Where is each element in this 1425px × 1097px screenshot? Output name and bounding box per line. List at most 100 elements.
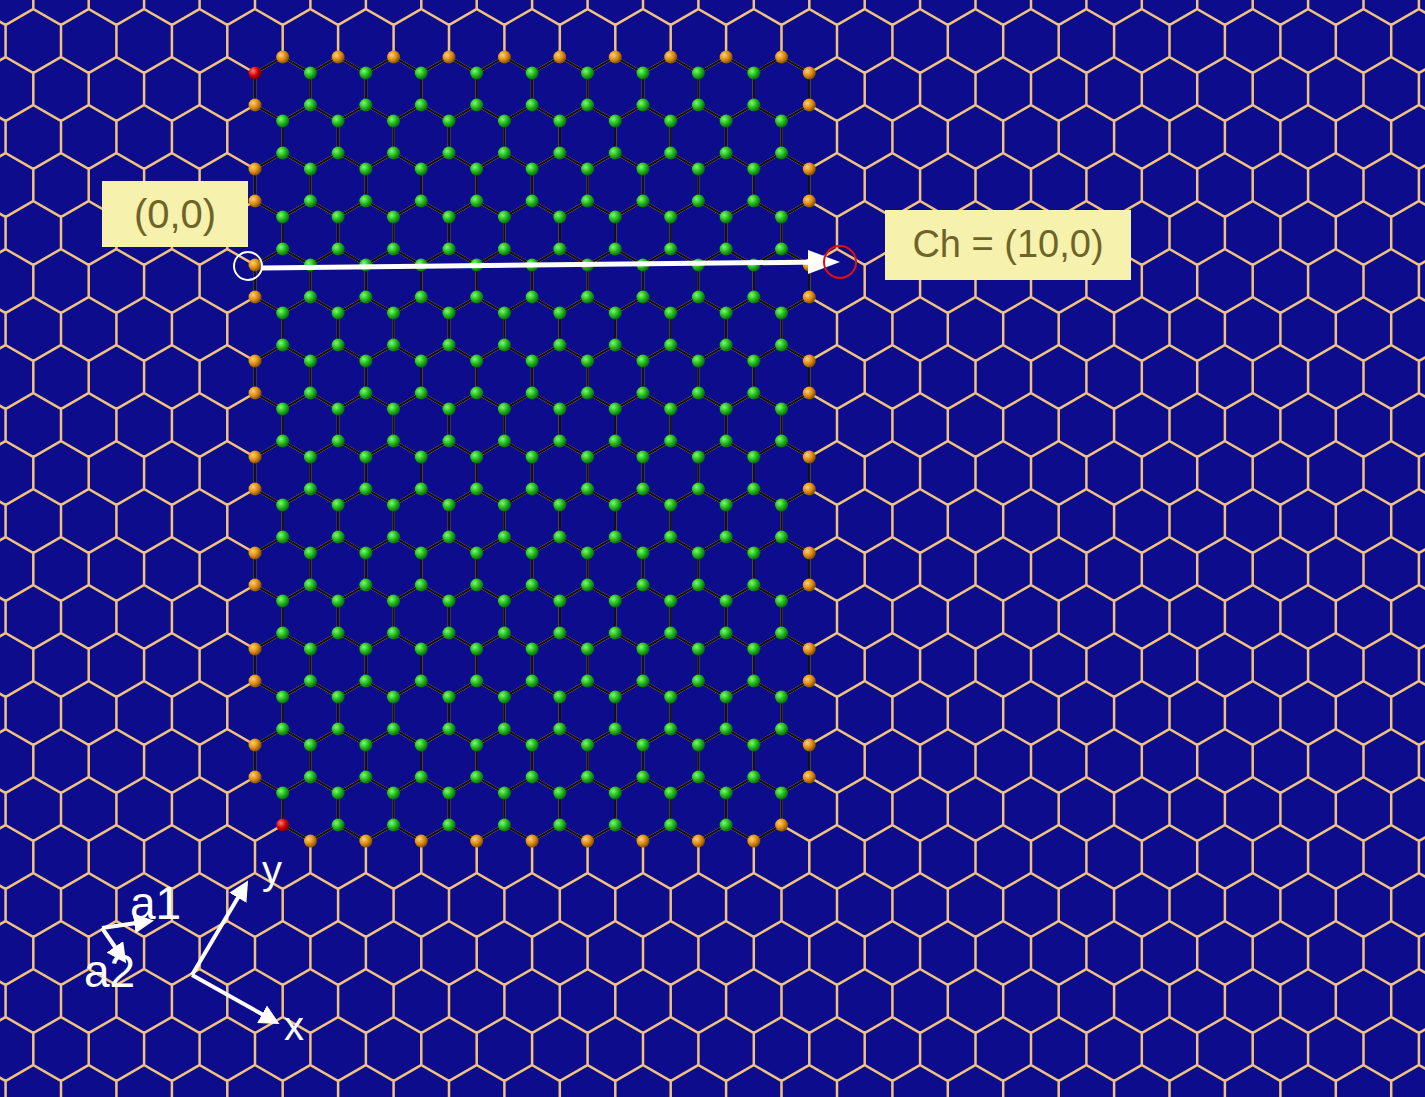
atom <box>415 579 428 592</box>
atom <box>332 595 345 608</box>
atom <box>775 819 788 832</box>
atom <box>276 787 289 800</box>
atom <box>609 819 622 832</box>
atom <box>609 403 622 416</box>
atom <box>692 451 705 464</box>
atom <box>803 547 816 560</box>
atom <box>775 499 788 512</box>
atom <box>747 387 760 400</box>
atom <box>442 435 455 448</box>
atom <box>636 99 649 112</box>
atom <box>470 835 483 848</box>
atom <box>415 675 428 688</box>
atom <box>276 115 289 128</box>
atom <box>692 291 705 304</box>
atom <box>415 771 428 784</box>
atom <box>304 643 317 656</box>
atom <box>664 723 677 736</box>
atom <box>249 67 262 80</box>
box-text: Ch = (10,0) <box>912 223 1103 267</box>
atom <box>359 99 372 112</box>
atom <box>747 643 760 656</box>
atom <box>747 739 760 752</box>
atom <box>664 403 677 416</box>
atom <box>609 723 622 736</box>
atom <box>720 339 733 352</box>
atom <box>526 579 539 592</box>
atom <box>775 595 788 608</box>
atom <box>359 643 372 656</box>
atom <box>498 691 511 704</box>
atom <box>387 787 400 800</box>
atom <box>664 787 677 800</box>
atom <box>276 243 289 256</box>
atom <box>387 435 400 448</box>
atom <box>775 243 788 256</box>
atom <box>387 723 400 736</box>
atom <box>553 691 566 704</box>
atom <box>304 195 317 208</box>
atom <box>581 835 594 848</box>
atom <box>636 771 649 784</box>
atom <box>332 531 345 544</box>
atom <box>636 579 649 592</box>
atom <box>498 243 511 256</box>
atom <box>581 291 594 304</box>
atom <box>470 579 483 592</box>
atom <box>332 243 345 256</box>
atom <box>636 675 649 688</box>
atom <box>359 451 372 464</box>
atom <box>609 627 622 640</box>
atom <box>775 787 788 800</box>
atom <box>526 99 539 112</box>
atom <box>387 115 400 128</box>
atom <box>470 195 483 208</box>
atom <box>803 451 816 464</box>
atom <box>442 691 455 704</box>
atom <box>553 499 566 512</box>
atom <box>692 67 705 80</box>
atom <box>332 499 345 512</box>
atom <box>276 307 289 320</box>
atom <box>304 835 317 848</box>
atom <box>249 451 262 464</box>
atom <box>775 435 788 448</box>
atom <box>747 451 760 464</box>
atom <box>775 211 788 224</box>
atom <box>415 739 428 752</box>
atom <box>636 67 649 80</box>
atom <box>526 547 539 560</box>
atom <box>249 99 262 112</box>
atom <box>276 819 289 832</box>
atom <box>692 771 705 784</box>
atom <box>470 771 483 784</box>
atom <box>636 291 649 304</box>
atom <box>415 483 428 496</box>
atom <box>387 211 400 224</box>
atom <box>526 739 539 752</box>
atom <box>609 211 622 224</box>
atom <box>664 243 677 256</box>
axis-label: x <box>284 1006 304 1046</box>
atom <box>332 339 345 352</box>
atom <box>720 51 733 64</box>
atom <box>526 387 539 400</box>
atom <box>664 307 677 320</box>
atom <box>498 787 511 800</box>
atom <box>692 547 705 560</box>
atom <box>276 595 289 608</box>
atom <box>553 243 566 256</box>
atom <box>553 435 566 448</box>
atom <box>747 355 760 368</box>
atom <box>470 291 483 304</box>
carbon-bonds <box>255 57 809 841</box>
atom <box>553 211 566 224</box>
atom <box>775 147 788 160</box>
atom <box>581 643 594 656</box>
atom <box>304 547 317 560</box>
atom <box>581 451 594 464</box>
atom <box>332 627 345 640</box>
atom <box>692 675 705 688</box>
